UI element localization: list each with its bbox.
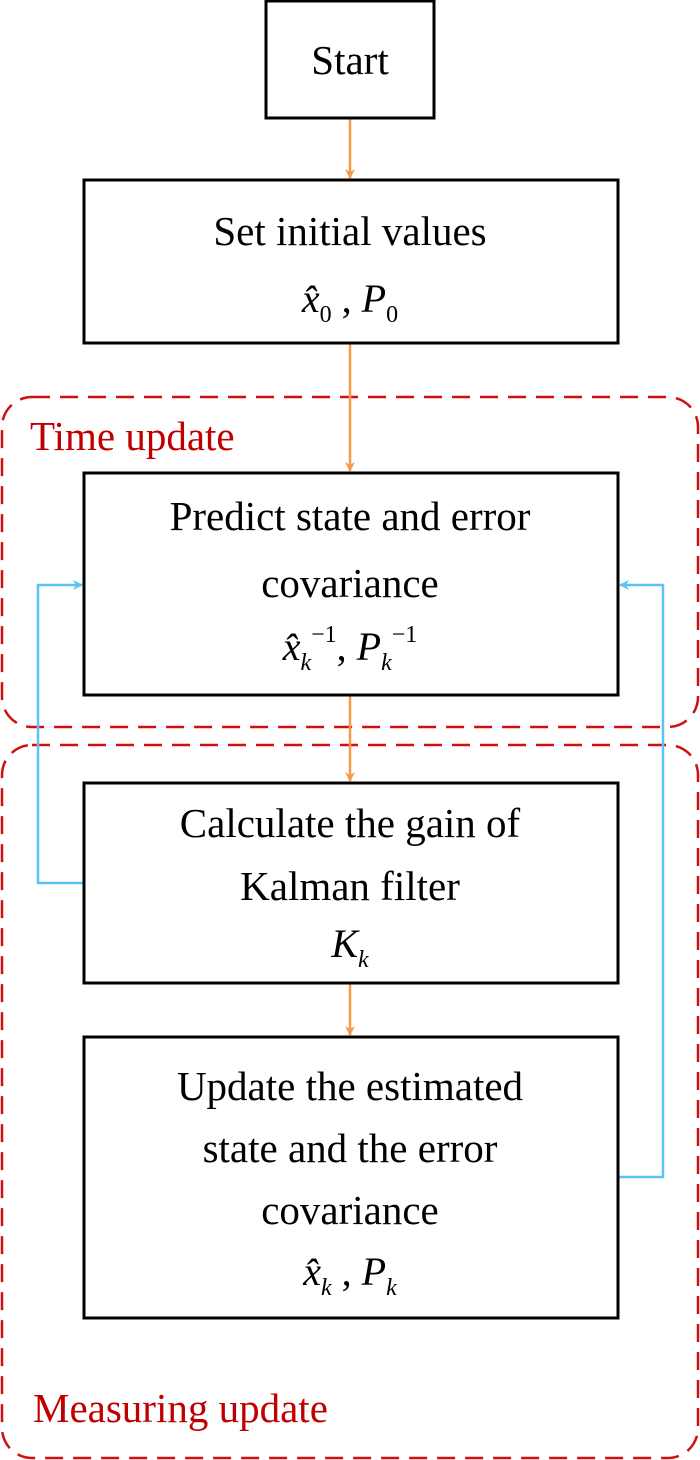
- predict-label-line2: covariance: [261, 560, 439, 606]
- update-math: x̂k , Pk: [302, 1249, 397, 1301]
- init-math: x̂0 , P0: [301, 276, 398, 328]
- start-node: Start: [264, 0, 436, 120]
- init-node: Set initial values x̂0 , P0: [82, 178, 620, 345]
- predict-label-line1: Predict state and error: [170, 493, 531, 539]
- feedback-arrow-update-to-predict: [618, 580, 665, 1179]
- feedback-arrow-gain-to-predict: [36, 580, 84, 885]
- measuring-update-label: Measuring update: [33, 1385, 328, 1431]
- init-label: Set initial values: [213, 208, 486, 254]
- gain-math: Kk: [330, 921, 369, 973]
- gain-node: Calculate the gain of Kalman filter Kk: [82, 781, 620, 985]
- predict-math: x̂k−1, Pk−1: [282, 622, 418, 676]
- update-node: Update the estimated state and the error…: [82, 1035, 620, 1320]
- gain-label-line1: Calculate the gain of: [180, 800, 521, 846]
- time-update-label: Time update: [30, 413, 235, 459]
- gain-label-line2: Kalman filter: [240, 863, 460, 909]
- predict-node: Predict state and error covariance x̂k−1…: [82, 471, 620, 697]
- update-label-line3: covariance: [261, 1187, 439, 1233]
- update-label-line1: Update the estimated: [177, 1063, 523, 1109]
- start-label: Start: [311, 37, 389, 83]
- update-label-line2: state and the error: [203, 1125, 498, 1171]
